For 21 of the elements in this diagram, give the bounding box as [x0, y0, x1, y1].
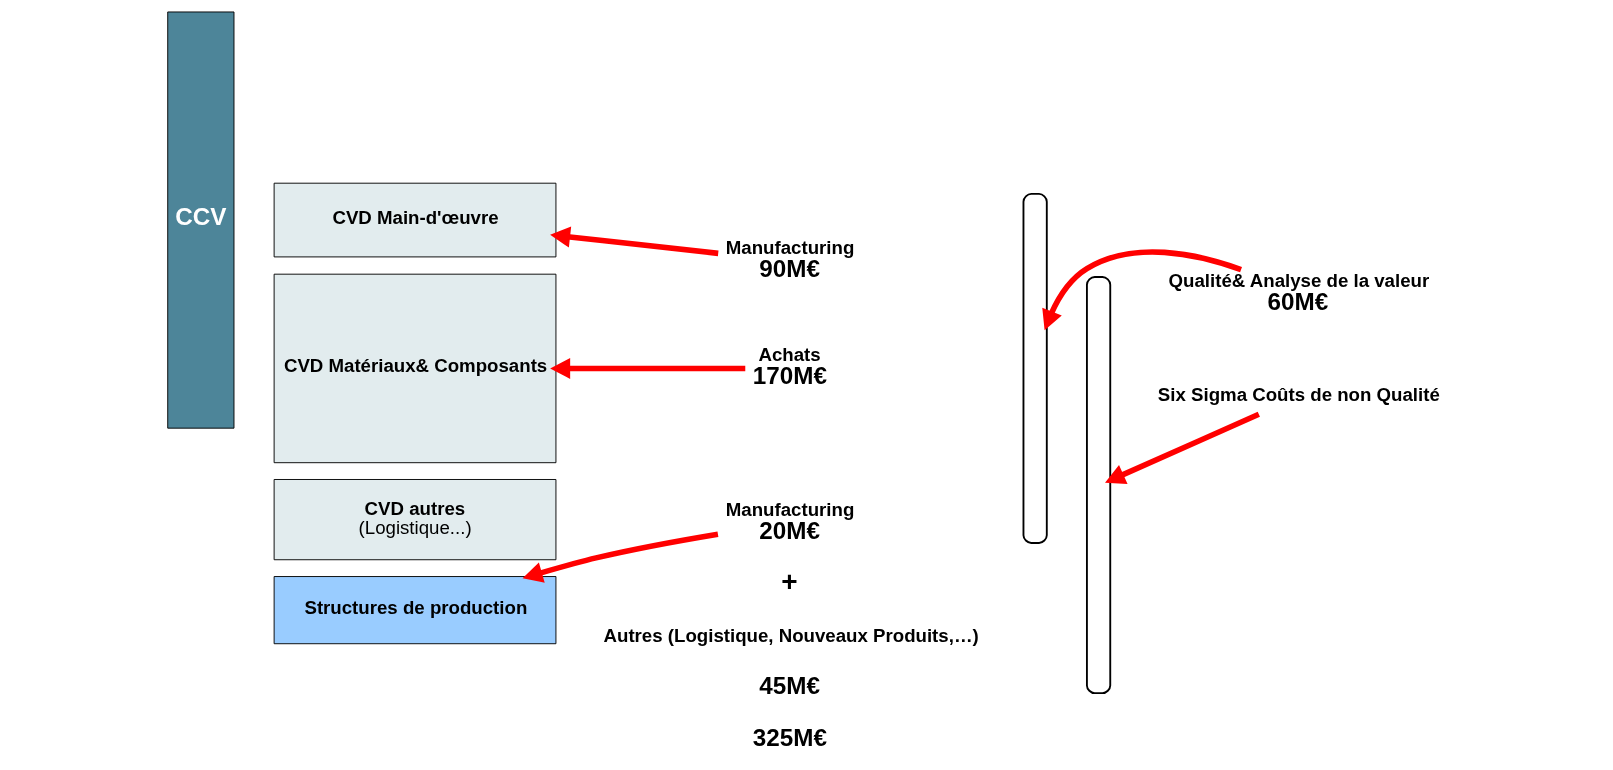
node-brace [1022, 193, 1048, 544]
label: 45M€ [759, 672, 821, 700]
arrow [550, 226, 719, 257]
arrow [550, 357, 746, 379]
node-brace [1086, 276, 1112, 695]
node-box: CVD autres (Logistique...) [273, 479, 557, 561]
node-text: Manufacturing 90M€ [725, 236, 855, 282]
label: Autres (Logistique, Nouveaux Produits,…) [603, 624, 979, 646]
node-box: CVD Main-d'œuvre [273, 182, 557, 258]
arrow [1105, 411, 1260, 485]
arrow [522, 531, 719, 583]
node-text: Qualité& Analyse de la valeur 60M€ [1168, 270, 1430, 316]
node-box: CVD Matériaux& Composants [273, 273, 557, 464]
node-text: Achats 170M€ [752, 343, 827, 390]
node-box: Structures de production [273, 576, 557, 645]
label: 325M€ [752, 723, 827, 751]
node-box: CCV [167, 11, 235, 429]
node-text: Manufacturing 20M€ [725, 498, 855, 545]
node-text: Six Sigma Coûts de non Qualité [1157, 384, 1440, 406]
arrow [1042, 249, 1242, 331]
label: + [781, 566, 798, 597]
